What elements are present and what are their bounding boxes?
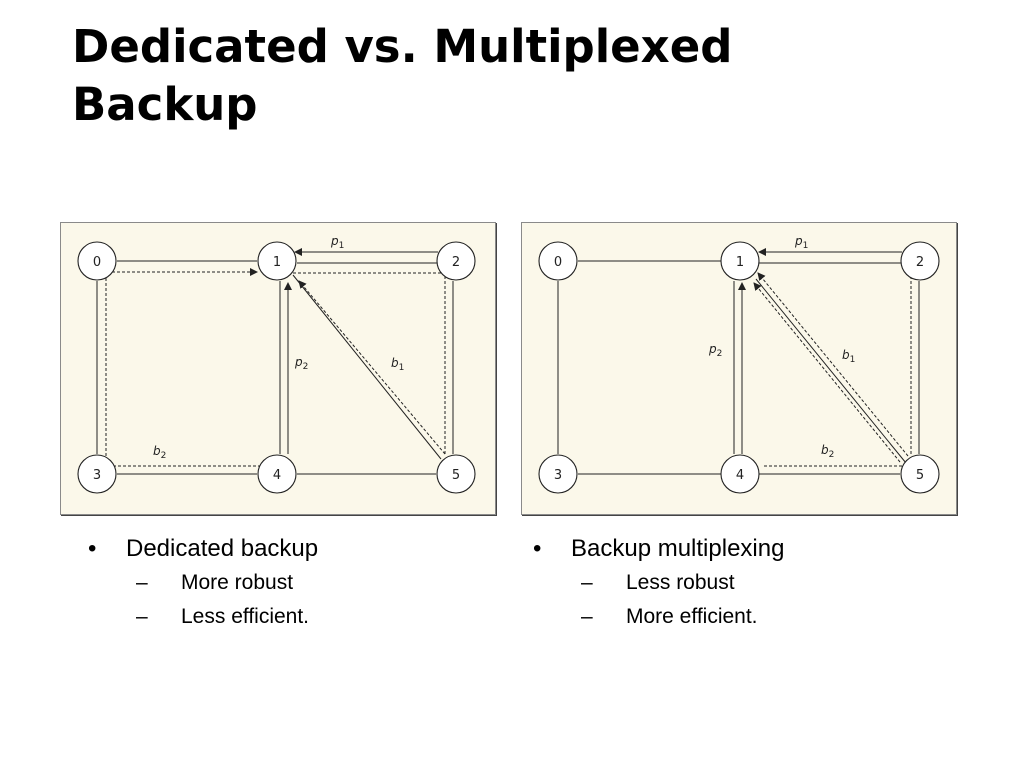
svg-text:4: 4: [273, 468, 281, 483]
label-b1: b1: [842, 348, 855, 365]
sub-list: – More robust – Less efficient.: [126, 566, 318, 634]
bullet-heading: Dedicated backup: [126, 535, 319, 562]
backup-b1-segment-a: [906, 272, 912, 454]
label-p1: p1: [330, 234, 344, 251]
label-b1-sub: 1: [399, 363, 405, 373]
label-b1-text: b: [842, 348, 850, 362]
title-line-2: Backup: [72, 78, 258, 131]
label-p1-text: p: [794, 234, 803, 248]
svg-text:0: 0: [93, 255, 101, 270]
node-2: 2: [900, 241, 940, 281]
dash-marker: –: [136, 571, 148, 594]
node-3: 3: [538, 454, 578, 494]
link-1-5: [292, 274, 442, 460]
multiplexed-backup-bullets: • Backup multiplexing – Less robust – Mo…: [533, 534, 784, 634]
svg-text:2: 2: [916, 255, 924, 270]
sub-item-label: More robust: [181, 571, 294, 594]
svg-text:b2: b2: [153, 444, 166, 461]
label-b2-text: b: [821, 443, 829, 457]
sub-item-label: Less robust: [626, 571, 735, 594]
node-3: 3: [77, 454, 117, 494]
svg-text:1: 1: [273, 255, 281, 270]
label-p2-text: p: [294, 355, 303, 369]
node-4: 4: [720, 454, 760, 494]
svg-text:b1: b1: [391, 356, 404, 373]
svg-text:4: 4: [736, 468, 744, 483]
node-1: 1: [257, 241, 297, 281]
label-p2-sub: 2: [717, 349, 723, 359]
bullet-marker: •: [88, 535, 97, 562]
label-p1-sub: 1: [339, 241, 345, 251]
node-2: 2: [436, 241, 476, 281]
svg-text:3: 3: [93, 468, 101, 483]
svg-text:0: 0: [554, 255, 562, 270]
svg-text:2: 2: [452, 255, 460, 270]
label-b2-text: b: [153, 444, 161, 458]
label-p2: p2: [294, 355, 308, 372]
label-p1-sub: 1: [803, 241, 809, 251]
sub-item-label: Less efficient.: [181, 605, 310, 628]
label-b1-sub: 1: [850, 355, 856, 365]
label-b2-sub: 2: [829, 450, 835, 460]
sub-item: – Less robust: [581, 566, 794, 600]
multiplexed-network-svg: p1 p2 b1 b2 0 1 2 3 4 5: [538, 234, 940, 494]
svg-text:b1: b1: [842, 348, 855, 365]
backup-path-b1: [298, 280, 446, 455]
svg-text:1: 1: [736, 255, 744, 270]
link-1-5: [755, 278, 907, 464]
label-b1: b1: [391, 356, 404, 373]
node-1: 1: [720, 241, 760, 281]
dash-marker: –: [581, 605, 593, 628]
svg-text:p1: p1: [330, 234, 344, 251]
svg-text:5: 5: [452, 468, 460, 483]
label-p2: p2: [708, 342, 722, 359]
dedicated-network-svg: p1 p2 b1 b2 0 1 2 3 4 5: [77, 234, 476, 494]
label-b2: b2: [153, 444, 166, 461]
svg-text:3: 3: [554, 468, 562, 483]
svg-text:p1: p1: [794, 234, 808, 251]
svg-text:5: 5: [916, 468, 924, 483]
sub-list: – Less robust – More efficient.: [571, 566, 784, 634]
backup-path-b1: [757, 272, 909, 457]
bullet-heading: Backup multiplexing: [571, 535, 785, 562]
dash-marker: –: [581, 571, 593, 594]
sub-item: – More efficient.: [581, 600, 794, 634]
svg-text:p2: p2: [708, 342, 722, 359]
sub-item-label: More efficient.: [626, 605, 758, 628]
sub-item: – More robust: [136, 566, 328, 600]
bullet-item: • Backup multiplexing – Less robust – Mo…: [533, 534, 784, 634]
slide-title: Dedicated vs. Multiplexed Backup: [72, 18, 972, 134]
label-b2: b2: [821, 443, 834, 460]
node-4: 4: [257, 454, 297, 494]
node-5: 5: [900, 454, 940, 494]
title-line-1: Dedicated vs. Multiplexed: [72, 20, 733, 73]
label-p1: p1: [794, 234, 808, 251]
bullet-marker: •: [533, 535, 542, 562]
label-p2-sub: 2: [303, 362, 309, 372]
dedicated-backup-diagram: p1 p2 b1 b2 0 1 2 3 4 5: [60, 222, 496, 515]
label-b2-sub: 2: [161, 451, 167, 461]
label-b1-text: b: [391, 356, 399, 370]
bullet-item: • Dedicated backup – More robust – Less …: [88, 534, 318, 634]
svg-text:p2: p2: [294, 355, 308, 372]
dedicated-backup-bullets: • Dedicated backup – More robust – Less …: [88, 534, 318, 634]
sub-item: – Less efficient.: [136, 600, 328, 634]
multiplexed-backup-diagram: p1 p2 b1 b2 0 1 2 3 4 5: [521, 222, 957, 515]
node-0: 0: [538, 241, 578, 281]
svg-text:b2: b2: [821, 443, 834, 460]
dash-marker: –: [136, 605, 148, 628]
label-p1-text: p: [330, 234, 339, 248]
backup-path-b2: [105, 268, 261, 467]
backup-path-b2: [753, 282, 901, 463]
label-p2-text: p: [708, 342, 717, 356]
node-5: 5: [436, 454, 476, 494]
node-0: 0: [77, 241, 117, 281]
